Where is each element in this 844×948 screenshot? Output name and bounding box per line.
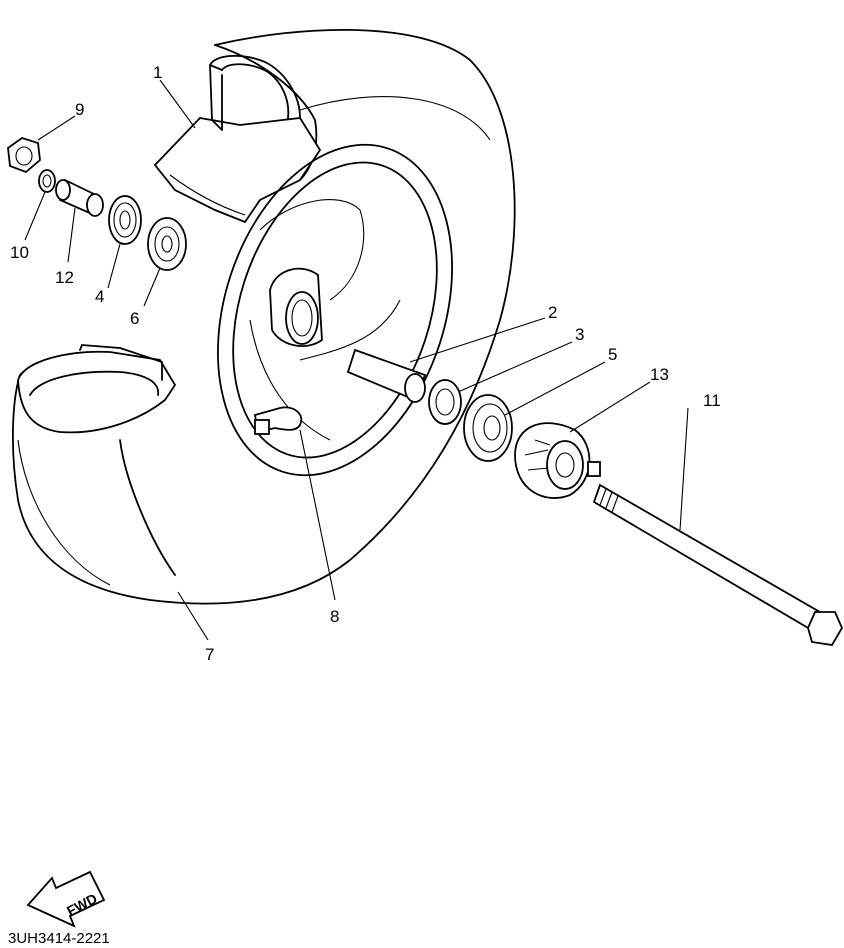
callout-11: 11 xyxy=(703,391,721,410)
axle-icon xyxy=(592,483,844,646)
callout-2: 2 xyxy=(548,303,557,322)
callout-6: 6 xyxy=(130,309,139,328)
oil-seal-icon xyxy=(428,379,462,425)
bearing-icon xyxy=(108,195,142,245)
callout-8: 8 xyxy=(330,607,339,626)
callout-10: 10 xyxy=(10,243,29,262)
valve-icon xyxy=(253,406,303,435)
callout-9: 9 xyxy=(75,100,84,119)
callout-5: 5 xyxy=(608,345,617,364)
gear-unit-icon xyxy=(514,422,601,499)
wheel-rim-drawing xyxy=(217,143,453,477)
callout-13: 13 xyxy=(650,365,669,384)
spacer-icon xyxy=(346,348,427,403)
callout-labels: 1 2 3 4 5 6 7 8 9 10 11 12 13 xyxy=(10,63,721,664)
callout-4: 4 xyxy=(95,287,104,306)
washer-icon xyxy=(38,169,56,193)
bearing-icon xyxy=(463,394,513,462)
leader-lines xyxy=(24,79,689,641)
tire-assembly-drawing xyxy=(12,28,516,605)
nut-icon xyxy=(7,137,41,174)
oil-seal-icon xyxy=(147,217,187,271)
callout-12: 12 xyxy=(55,268,74,287)
collar-icon xyxy=(55,178,104,217)
callout-1: 1 xyxy=(153,63,162,82)
callout-7: 7 xyxy=(205,645,214,664)
diagram-code: 3UH3414-2221 xyxy=(8,930,110,947)
callout-3: 3 xyxy=(575,325,584,344)
fwd-arrow-icon: FWD xyxy=(26,870,106,928)
